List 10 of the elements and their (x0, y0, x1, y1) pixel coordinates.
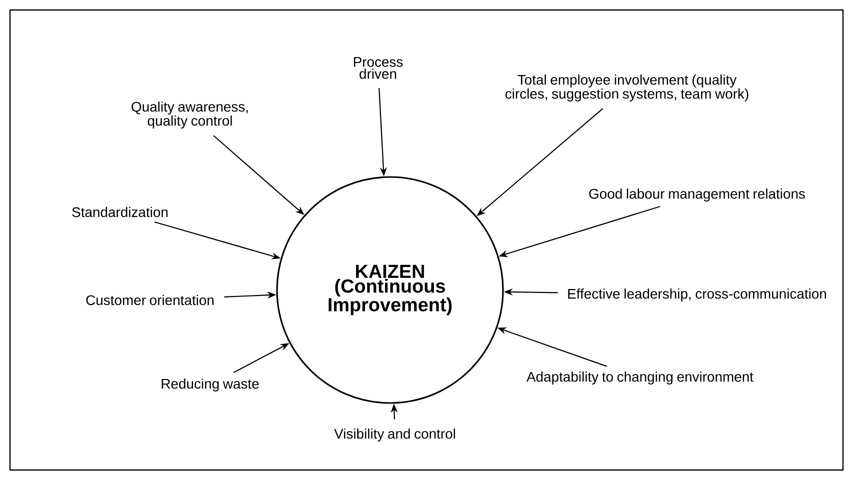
factor-label: Good labour management relations (589, 188, 805, 202)
factor-label: Total employee involvement (quality circles, suggestion systems, team work) (505, 74, 748, 102)
factor-label: Adaptability to changing environment (526, 372, 754, 384)
factor-label: Effective leadership, cross-communication (568, 288, 826, 302)
factor-label: Reducing waste (162, 378, 259, 392)
factor-label: Process driven (354, 57, 403, 79)
factor-label: Standardization (72, 206, 168, 218)
factor-label: Visibility and control (334, 428, 455, 442)
factor-label: Quality awareness, quality control (132, 102, 248, 128)
factor-label: Customer orientation (86, 294, 214, 306)
